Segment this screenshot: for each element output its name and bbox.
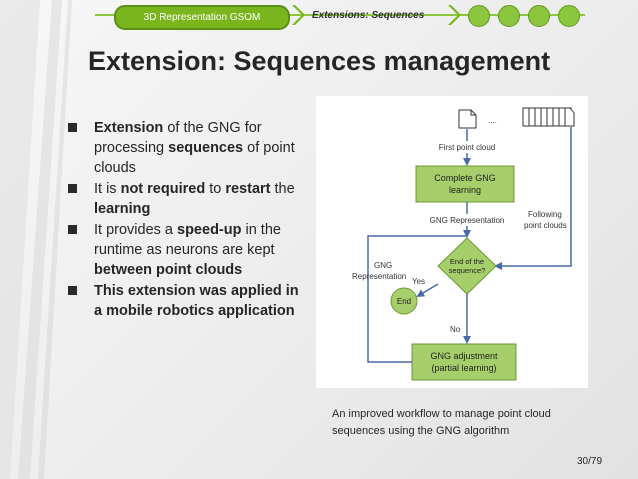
bullet-text: It is — [94, 181, 121, 197]
bullet-list: Extension of the GNG for processing sequ… — [68, 118, 308, 322]
page-number: 30/79 — [577, 456, 603, 467]
yes-label: Yes — [412, 277, 425, 286]
decision-line2: sequence? — [449, 266, 486, 275]
square-bullet-icon — [68, 286, 77, 295]
chevron-right-icon — [448, 5, 461, 25]
following-line2: point clouds — [524, 221, 567, 230]
chevron-right-icon — [292, 5, 305, 25]
square-bullet-icon — [68, 225, 77, 234]
bullet-bold-text: Extension — [94, 120, 164, 136]
first-point-cloud-label: First point cloud — [439, 143, 495, 152]
dots-label: .... — [488, 116, 497, 125]
top-navigation: 3D Representation GSOM Extensions: Seque… — [0, 0, 638, 30]
nav-step-dot[interactable] — [528, 5, 550, 27]
slide-title: Extension: Sequences management — [88, 46, 551, 76]
adjust-line2: (partial learning) — [431, 363, 496, 373]
end-label: End — [397, 297, 411, 306]
complete-gng-line2: learning — [449, 185, 481, 195]
nav-step-dot[interactable] — [558, 5, 580, 27]
gng-left-line2: Representation — [352, 272, 406, 281]
no-label: No — [450, 325, 461, 334]
square-bullet-icon — [68, 184, 77, 193]
complete-gng-learning-box — [415, 165, 515, 203]
complete-gng-line1: Complete GNG — [434, 173, 496, 183]
bullet-text: the — [270, 181, 295, 197]
bullet-bold-text: sequences — [168, 140, 244, 156]
nav-step-dot[interactable] — [498, 5, 520, 27]
bullet-bold-text: between point clouds — [94, 262, 243, 278]
nav-track-line — [95, 14, 585, 16]
bullet-text: of point clouds — [94, 140, 295, 176]
bullet-bold-text: not required — [120, 181, 206, 197]
bullet-bold-text: learning — [94, 201, 151, 217]
bullet-text: It provides a — [94, 222, 178, 238]
square-bullet-icon — [68, 123, 77, 132]
bullet-bold-text: restart — [225, 181, 271, 197]
workflow-diagram: .... First point cloud Complete GNG lear… — [316, 96, 588, 388]
bullet-item: Extension of the GNG for processing sequ… — [68, 118, 308, 178]
bullet-text: to — [205, 181, 226, 197]
gng-adjustment-box — [411, 343, 517, 381]
nav-step-dot[interactable] — [468, 5, 490, 27]
end-node — [390, 287, 418, 315]
nav-section-3d-representation[interactable]: 3D Representation GSOM — [114, 5, 290, 30]
bullet-bold-text: This extension was applied in a mobile r… — [94, 283, 299, 319]
bullet-bold-text: speed-up — [177, 222, 242, 238]
following-line1: Following — [528, 210, 562, 219]
decision-line1: End of the — [450, 257, 484, 266]
gng-left-line1: GNG — [374, 261, 392, 270]
figure-caption: An improved workflow to manage point clo… — [332, 408, 551, 437]
workflow-diagram-svg: .... First point cloud Complete GNG lear… — [352, 107, 575, 381]
bullet-item: This extension was applied in a mobile r… — [68, 281, 308, 321]
bullet-text: in the runtime as neurons are kept — [94, 222, 281, 258]
nav-section-extensions-sequences[interactable]: Extensions: Sequences — [312, 10, 425, 21]
adjust-line1: GNG adjustment — [430, 351, 498, 361]
bullet-item: It is not required to restart the learni… — [68, 179, 308, 219]
gng-representation-label: GNG Representation — [430, 216, 505, 225]
document-stack-icon — [522, 107, 575, 127]
bullet-item: It provides a speed-up in the runtime as… — [68, 220, 308, 280]
bullet-text: of the GNG for processing — [94, 120, 262, 156]
document-icon — [458, 109, 477, 129]
